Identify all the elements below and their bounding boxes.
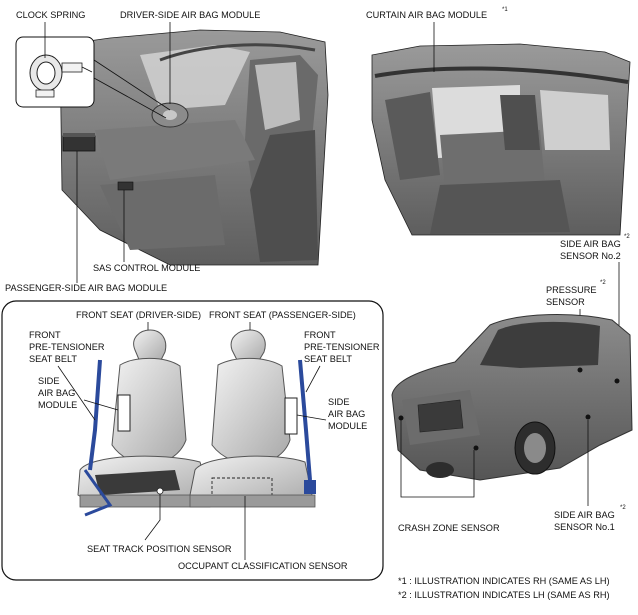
- sas-module-label: SAS CONTROL MODULE: [93, 263, 200, 273]
- passenger-pretensioner-belt: [298, 359, 312, 481]
- rear-cabin-illustration: [371, 43, 631, 236]
- side-airbag-right-label-3: MODULE: [328, 421, 367, 431]
- side-sensor-1-dot: [585, 414, 591, 420]
- driver-airbag-label: DRIVER-SIDE AIR BAG MODULE: [120, 10, 260, 20]
- driver-pretensioner-belt: [88, 359, 102, 471]
- driver-seat-illustration: [77, 329, 211, 517]
- passenger-side-airbag-module: [284, 397, 298, 435]
- curtain-airbag-note-mark: *1: [502, 7, 508, 13]
- side-sensor-2-dot: [614, 378, 620, 384]
- footnote-2: *2 : ILLUSTRATION INDICATES LH (SAME AS …: [398, 590, 610, 600]
- footnote-1: *1 : ILLUSTRATION INDICATES RH (SAME AS …: [398, 576, 610, 586]
- side-sensor-1-label-line1: SIDE AIR BAG: [554, 510, 615, 520]
- clock-spring-label: CLOCK SPRING: [16, 10, 85, 20]
- pressure-sensor-label-line1: PRESSURE: [546, 285, 597, 295]
- pretensioner-left-label-3: SEAT BELT: [29, 354, 77, 364]
- seat-track-sensor-label: SEAT TRACK POSITION SENSOR: [87, 544, 232, 554]
- clock-spring-inset: [15, 36, 95, 108]
- curtain-airbag-label: CURTAIN AIR BAG MODULE: [366, 10, 487, 20]
- side-airbag-left-label-1: SIDE: [38, 376, 59, 386]
- crash-zone-sensor-right: [473, 445, 479, 451]
- pretensioner-right-label-3: SEAT BELT: [304, 354, 352, 364]
- driver-cabin-illustration: [59, 29, 329, 266]
- driver-side-airbag-module: [117, 394, 131, 432]
- footnotes: *1 : ILLUSTRATION INDICATES RH (SAME AS …: [398, 574, 634, 602]
- side-airbag-left-label-3: MODULE: [38, 400, 77, 410]
- pressure-sensor-dot: [577, 367, 583, 373]
- side-sensor-1-note-mark: *2: [620, 505, 626, 511]
- pressure-sensor-label-line2: SENSOR: [546, 297, 585, 307]
- pressure-sensor-note-mark: *2: [600, 280, 606, 286]
- passenger-airbag-module-shape: [62, 135, 96, 152]
- pretensioner-left-label-2: PRE-TENSIONER: [29, 342, 105, 352]
- side-sensor-2-label-line2: SENSOR No.2: [560, 251, 621, 261]
- occupant-sensor-label: OCCUPANT CLASSIFICATION SENSOR: [178, 561, 348, 571]
- sas-control-module-shape: [117, 181, 134, 191]
- side-airbag-right-label-1: SIDE: [328, 397, 349, 407]
- front-seat-driver-label: FRONT SEAT (DRIVER-SIDE): [76, 310, 201, 320]
- side-sensor-2-label-line1: SIDE AIR BAG: [560, 239, 621, 249]
- side-sensor-1-label-line2: SENSOR No.1: [554, 522, 615, 532]
- seat-track-sensor-shape: [156, 487, 164, 495]
- passenger-airbag-label: PASSENGER-SIDE AIR BAG MODULE: [5, 283, 167, 293]
- crash-zone-sensor-label: CRASH ZONE SENSOR: [398, 523, 500, 533]
- exterior-car-illustration: [391, 314, 633, 481]
- passenger-seat-illustration: [189, 329, 316, 508]
- curtain-airbag-module-shape: [374, 66, 629, 84]
- crash-zone-sensor-left: [398, 415, 404, 421]
- pretensioner-right-label-2: PRE-TENSIONER: [304, 342, 380, 352]
- front-seat-passenger-label: FRONT SEAT (PASSENGER-SIDE): [209, 310, 356, 320]
- curtain-airbag-driver-view: [159, 43, 316, 62]
- side-sensor-2-note-mark: *2: [624, 234, 630, 240]
- side-airbag-left-label-2: AIR BAG: [38, 388, 75, 398]
- pretensioner-right-label-1: FRONT: [304, 330, 336, 340]
- pretensioner-left-label-1: FRONT: [29, 330, 61, 340]
- side-airbag-right-label-2: AIR BAG: [328, 409, 365, 419]
